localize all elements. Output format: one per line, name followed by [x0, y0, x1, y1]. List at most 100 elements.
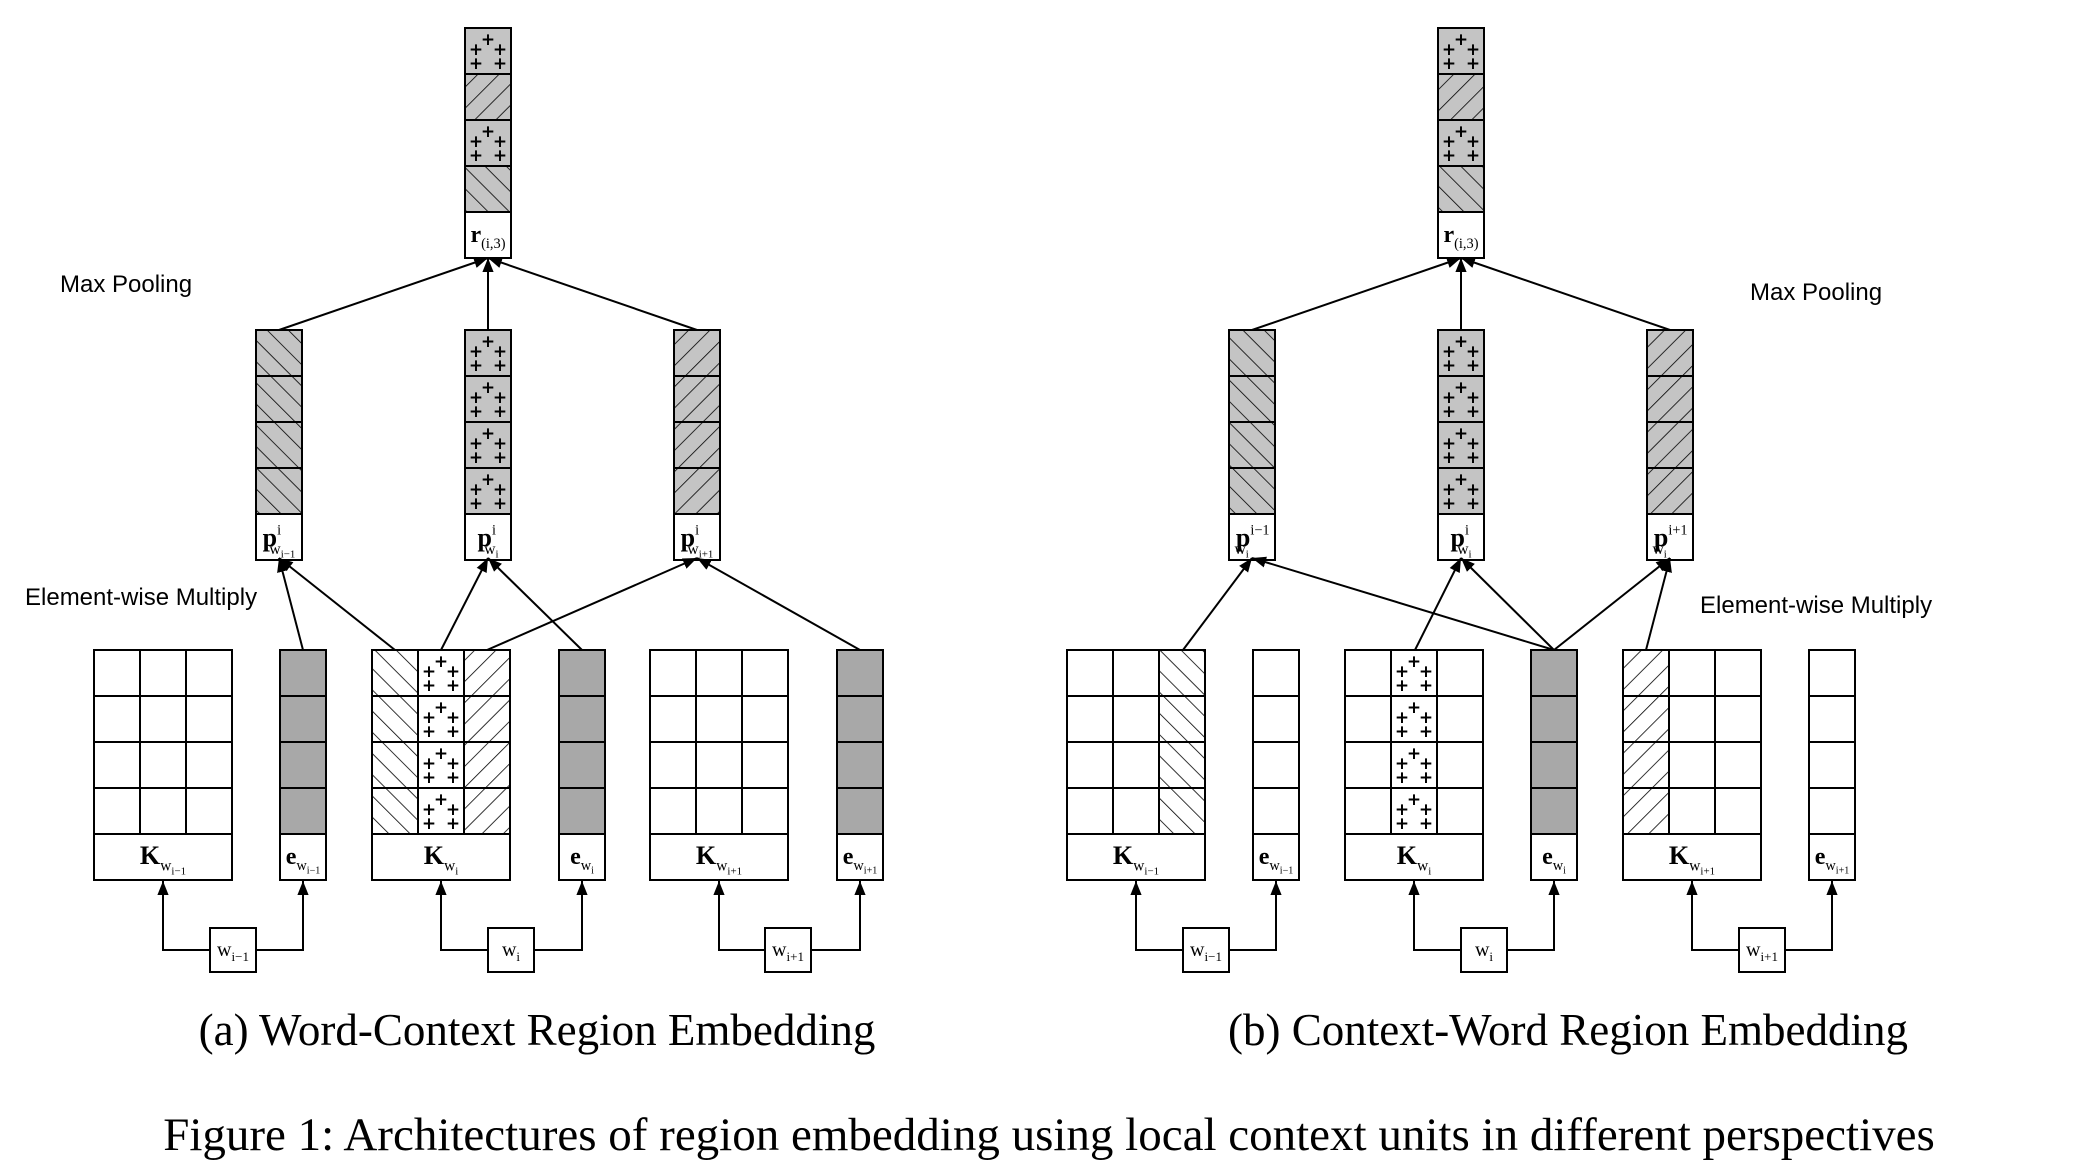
projected-vector-cell — [1228, 329, 1276, 377]
svg-text:+: + — [434, 744, 448, 764]
e-vector-label-box — [279, 833, 327, 881]
e-vector-label: ewi−1 — [1259, 844, 1294, 877]
svg-text:+: + — [446, 800, 460, 820]
lookup-arrow-e — [811, 881, 866, 951]
projected-vector-cell — [673, 329, 721, 377]
svg-text:+: + — [422, 800, 436, 820]
lookup-arrow-e — [1785, 881, 1838, 951]
k-matrix-cell — [463, 695, 511, 743]
svg-text:+: + — [1442, 342, 1456, 362]
svg-text:+: + — [481, 378, 495, 398]
max-pooling-arrow — [278, 257, 489, 331]
svg-text:+: + — [493, 40, 507, 60]
word-node-label: wi+1 — [1746, 939, 1778, 964]
svg-text:+: + — [1407, 698, 1421, 718]
projected-vector-cell — [255, 329, 303, 377]
k-matrix-label: Kwi — [1397, 841, 1432, 877]
e-vector-cell — [279, 741, 327, 789]
word-node-box — [1460, 927, 1508, 973]
lookup-arrow-k — [1408, 881, 1461, 951]
e-vector-cell — [836, 649, 884, 697]
svg-text:+: + — [469, 480, 483, 500]
svg-text:+: + — [493, 146, 507, 166]
output-vector-cell — [1437, 27, 1485, 75]
svg-text:+: + — [1419, 814, 1433, 834]
k-matrix-cell — [1066, 695, 1114, 743]
word-node-box — [764, 927, 812, 973]
k-matrix-cell — [1622, 787, 1670, 835]
svg-text:+: + — [1419, 768, 1433, 788]
k-matrix-cell — [1344, 741, 1392, 789]
plus-pattern-icon: +++++ — [1442, 424, 1480, 468]
svg-text:+: + — [1466, 434, 1480, 454]
svg-text:+: + — [493, 434, 507, 454]
svg-text:+: + — [1407, 790, 1421, 810]
e-vector-label: ewi+1 — [1815, 844, 1850, 877]
k-matrix-cell — [1112, 695, 1160, 743]
svg-text:+: + — [493, 54, 507, 74]
k-matrix-cell — [371, 695, 419, 743]
k-matrix-cell — [1390, 741, 1438, 789]
projected-vector-cell — [1437, 329, 1485, 377]
svg-text:+: + — [422, 662, 436, 682]
e-vector-cell — [1530, 695, 1578, 743]
svg-text:+: + — [422, 676, 436, 696]
projected-vector-cell — [1646, 421, 1694, 469]
k-matrix-cell — [1390, 787, 1438, 835]
plus-pattern-icon: +++++ — [1395, 744, 1433, 788]
e-vector-cell — [279, 649, 327, 697]
k-matrix-cell — [1714, 695, 1762, 743]
elementwise-multiply-label-a: Element-wise Multiply — [25, 584, 257, 611]
e-vector-cell — [1252, 649, 1300, 697]
plus-pattern-icon: +++++ — [469, 332, 507, 376]
k-matrix-cell — [1066, 741, 1114, 789]
k-matrix-cell — [741, 787, 789, 835]
projected-vector-cell — [255, 375, 303, 423]
svg-text:+: + — [1395, 662, 1409, 682]
word-node-label: wi−1 — [217, 939, 249, 964]
svg-text:+: + — [422, 754, 436, 774]
word-node-box — [487, 927, 535, 973]
k-matrix-cell — [139, 649, 187, 697]
e-vector-cell — [558, 741, 606, 789]
k-matrix-label: Kwi−1 — [140, 841, 186, 877]
k-matrix-cell — [649, 741, 697, 789]
k-matrix-cell — [649, 695, 697, 743]
k-matrix-cell — [1714, 787, 1762, 835]
k-matrix-cell — [1436, 741, 1484, 789]
projected-vector-cell — [464, 421, 512, 469]
k-matrix-cell — [1436, 649, 1484, 697]
output-vector-r: ++++++++++r(i,3) — [1437, 27, 1485, 259]
elementwise-multiply-label-b: Element-wise Multiply — [1700, 592, 1932, 619]
k-matrix-cell — [93, 695, 141, 743]
e-vector-cell — [836, 695, 884, 743]
k-matrix-cell — [185, 695, 233, 743]
multiply-arrow — [440, 557, 489, 651]
plus-pattern-icon: +++++ — [1395, 652, 1433, 696]
lookup-arrow-k — [1686, 881, 1739, 951]
plus-pattern-icon: +++++ — [469, 122, 507, 166]
svg-text:+: + — [1454, 470, 1468, 490]
svg-text:+: + — [469, 146, 483, 166]
svg-text:+: + — [1442, 480, 1456, 500]
figure-caption: Figure 1: Architectures of region embedd… — [163, 1109, 1935, 1161]
projected-vector-cell — [1228, 467, 1276, 515]
svg-text:+: + — [469, 356, 483, 376]
svg-text:+: + — [493, 342, 507, 362]
plus-pattern-icon: +++++ — [1442, 378, 1480, 422]
svg-text:+: + — [446, 662, 460, 682]
svg-text:+: + — [493, 388, 507, 408]
svg-text:+: + — [493, 494, 507, 514]
k-matrix-cell — [1344, 695, 1392, 743]
plus-pattern-icon: +++++ — [469, 378, 507, 422]
k-matrix-cell — [463, 649, 511, 697]
k-matrix-label: Kwi−1 — [1113, 841, 1159, 877]
